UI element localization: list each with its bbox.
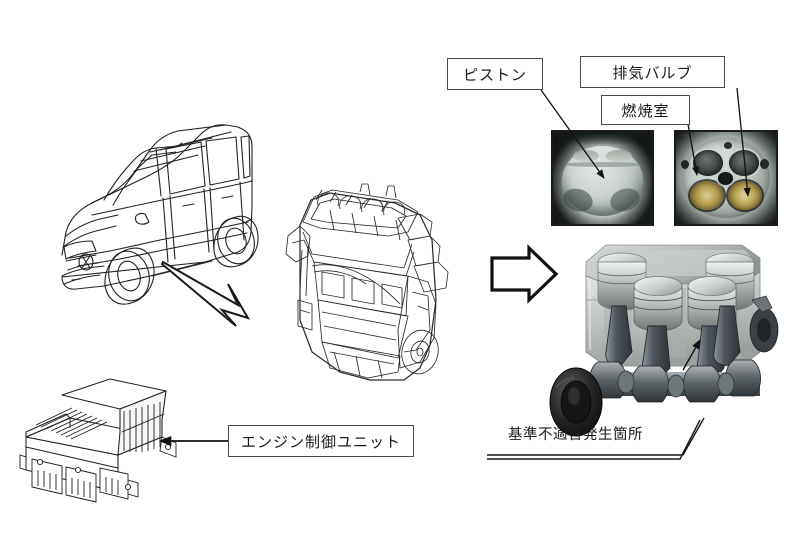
- label-combustion-chamber-text: 燃焼室: [621, 101, 670, 120]
- label-piston-text: ピストン: [462, 65, 527, 84]
- combustion-chamber-photograph: [674, 130, 778, 226]
- label-exhaust-valve-text: 排気バルブ: [612, 63, 693, 82]
- label-exhaust-valve[interactable]: 排気バルブ: [580, 56, 725, 88]
- label-engine-control-unit[interactable]: エンジン制御ユニット: [228, 425, 414, 457]
- label-nonconformance-location-text: 基準不適合発生箇所: [508, 427, 643, 443]
- label-combustion-chamber[interactable]: 燃焼室: [601, 95, 690, 125]
- piston-crown-photograph: [551, 130, 654, 226]
- label-piston[interactable]: ピストン: [447, 58, 543, 90]
- label-engine-control-unit-text: エンジン制御ユニット: [240, 432, 401, 451]
- label-nonconformance-location[interactable]: 基準不適合発生箇所: [508, 423, 643, 444]
